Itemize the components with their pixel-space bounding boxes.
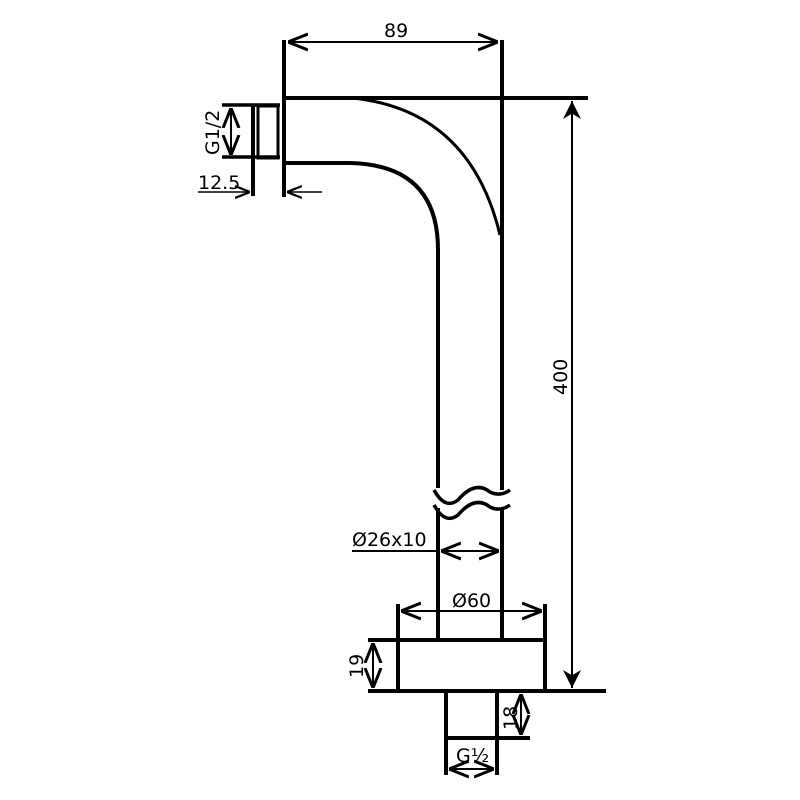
dimension-label-width: 89 [384, 20, 408, 42]
dimension-label-flange-height: 19 [346, 654, 368, 678]
dimension-18: 18 [500, 694, 522, 735]
dimension-label-tube-diameter: Ø26x10 [352, 529, 427, 551]
dimension-12-5: 12.5 [198, 172, 322, 194]
dimension-label-thread-bottom: G½ [456, 745, 489, 767]
dimension-label-height: 400 [550, 359, 572, 395]
break-line [432, 485, 512, 521]
dimension-tube-diameter: Ø26x10 [352, 529, 499, 551]
dimension-19: 19 [346, 643, 373, 688]
pipe-body [284, 40, 588, 640]
dimension-flange-diameter: Ø60 [401, 590, 542, 612]
dimension-label-flange-diameter: Ø60 [452, 590, 491, 612]
dimension-400: 400 [550, 101, 581, 688]
top-thread-nipple [222, 40, 286, 197]
dimension-label-thread-top: G1/2 [202, 110, 224, 155]
dimension-g12-top: G1/2 [202, 108, 231, 155]
bottom-thread-nipple [444, 691, 530, 775]
flange [368, 604, 606, 693]
dimension-g12-bottom: G½ [449, 745, 494, 769]
dimension-label-nipple-length: 18 [500, 706, 522, 730]
dimension-label-thread-length: 12.5 [198, 172, 240, 194]
dimension-89: 89 [288, 20, 498, 42]
